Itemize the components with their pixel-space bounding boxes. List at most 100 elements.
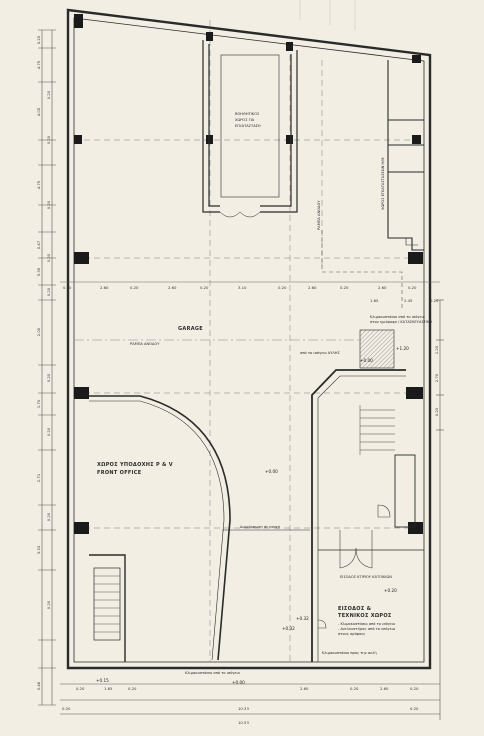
- dim-left-3: 4.05: [36, 107, 41, 116]
- dim-left-15: 2.71: [36, 473, 41, 482]
- level-exterior: +0.00: [232, 680, 245, 685]
- lobby-walls: [311, 369, 424, 662]
- right-dimension-chain: [436, 299, 444, 720]
- right-top-note-line-2: στον ημιόροφο / ΚΑΤΑΣΚΕΥΑΣΤΙΚΟ: [370, 320, 432, 324]
- dim-bottom-3: 2.60: [300, 686, 309, 691]
- dim-top-9: 2.60: [378, 285, 387, 290]
- dim-top-5: 3.10: [238, 285, 247, 290]
- dim-left-2: 0.20: [46, 90, 51, 99]
- stair-bottom-left: [89, 554, 126, 662]
- dim-top-2: 0.20: [130, 285, 139, 290]
- mech-rooms: [387, 60, 424, 251]
- sheet-guides: [299, 0, 356, 30]
- dim-total-0: 0.20: [62, 706, 71, 711]
- dim-top-4: 0.20: [200, 285, 209, 290]
- dim-bottom-1: 1.65: [104, 686, 113, 691]
- ramp-note: από το ισόγειο ΑΥΛΗΣ: [300, 351, 341, 355]
- dim-top-3: 2.60: [168, 285, 177, 290]
- level-garage: +0.00: [360, 358, 373, 363]
- dim-left-9: 5.35: [36, 267, 41, 276]
- dim-left-4: 0.20: [46, 135, 51, 144]
- stair-bottom-left-treads: [94, 575, 120, 633]
- storage-label-line-3: ΕΓΚΑΤΑΣΤΑΣΗ: [235, 124, 261, 128]
- dim-mid-1: 2.45: [404, 298, 413, 303]
- dim-bottom-6: 0.20: [410, 686, 419, 691]
- dim-left-19: 0.46: [36, 681, 41, 690]
- front-office-walls: [89, 395, 310, 661]
- dim-right-2: 0.20: [434, 407, 439, 416]
- bottom-right-note: Κλιμακοστάσιο προς την αυλή: [322, 651, 377, 655]
- front-office-label-en: FRONT OFFICE: [97, 470, 142, 476]
- level-lobby: +0.20: [384, 588, 397, 593]
- dim-left-17: 3.33: [36, 545, 41, 554]
- right-top-note-line-1: Κλιμακοστάσιο από το ισόγειο: [370, 315, 425, 319]
- level-front: +0.00: [265, 469, 278, 474]
- dim-mid-0: 1.65: [370, 298, 379, 303]
- garage-label: GARAGE: [178, 326, 203, 332]
- dim-bottom-4: 0.20: [350, 686, 359, 691]
- level-lobby-small: +0.32: [296, 616, 309, 621]
- dim-left-0: 0.20: [36, 35, 41, 44]
- storage-room-label: ΒΟΗΘΗΤΙΚΟΣ ΧΩΡΟΣ ΓΙΑ ΕΓΚΑΤΑΣΤΑΣΗ: [235, 112, 261, 128]
- bottom-dimension-lines: [60, 683, 440, 715]
- level-ramp-in: +1.20: [396, 346, 409, 351]
- bottom-left-note: Κλιμακοστάσιο από το ισόγειο: [185, 671, 240, 675]
- mech-room-label: ΧΩΡΟΣ ΕΓΚΑΤΑΣΤΑΣΕΩΝ Η/Μ: [381, 158, 385, 210]
- dim-left-8: 0.20: [46, 253, 51, 262]
- dim-total-2: 0.20: [410, 706, 419, 711]
- ramp-vertical-label: ΡΑΜΠΑ ΑΝΟΔΟΥ: [317, 200, 321, 230]
- bottom-dimension-labels: 0.20 1.65 0.20 2.60 0.20 2.60 0.20: [76, 686, 419, 691]
- dim-top-1: 2.60: [100, 285, 109, 290]
- total-dimension-labels: 0.20 10.33 0.20 10.53: [62, 706, 419, 725]
- lobby-stair-treads: [359, 405, 395, 455]
- dim-right-0: 1.20: [434, 345, 439, 354]
- grid-lines: [74, 20, 424, 662]
- dim-top-7: 2.60: [308, 285, 317, 290]
- left-dimension-labels: 0.20 4.75 0.20 4.05 0.20 4.75 0.20 0.47 …: [36, 35, 51, 690]
- dim-left-13: 1.70: [36, 399, 41, 408]
- lobby-label-line-1: ΕΙΣΟΔΟΣ &: [338, 606, 372, 612]
- dim-top-10: 0.20: [408, 285, 417, 290]
- dim-top-6: 0.20: [278, 285, 287, 290]
- dim-bottom-5: 2.60: [380, 686, 389, 691]
- dim-left-11: 2.00: [36, 327, 41, 336]
- dim-total-1: 10.33: [238, 706, 249, 711]
- dim-bottom-2: 0.20: [128, 686, 137, 691]
- lobby-note-line-1: - Κλιμακοστάσιο από το ισόγειο: [338, 622, 395, 626]
- dim-left-10: 0.20: [46, 287, 51, 296]
- entrance-note: ΕΙΣΟΔΟΣ ΚΤΙΡΙΟΥ ΚΑΤΟΙΚΙΩΝ: [340, 575, 392, 579]
- right-dimension-labels: 1.20 2.70 0.20: [434, 345, 439, 416]
- dim-total-3: 10.53: [238, 720, 249, 725]
- ramp-hatched-area: [359, 329, 395, 369]
- counter-note: Διαμόρφωση σε εσοχή: [240, 525, 280, 529]
- right-top-note: Κλιμακοστάσιο από το ισόγειο στον ημιόρο…: [370, 315, 432, 324]
- dim-top-8: 0.20: [340, 285, 349, 290]
- dim-left-14: 0.20: [46, 427, 51, 436]
- dim-left-1: 4.75: [36, 60, 41, 69]
- dim-left-5: 4.75: [36, 180, 41, 189]
- small-door: [317, 619, 327, 629]
- dim-top-0: 0.20: [63, 285, 72, 290]
- lobby-label: ΕΙΣΟΔΟΣ & ΤΕΧΝΙΚΟΣ ΧΩΡΟΣ: [338, 606, 392, 619]
- level-stair: +0.15: [96, 678, 109, 683]
- lobby-note-line-3: στους ορόφους: [338, 632, 365, 636]
- dim-right-1: 2.70: [434, 373, 439, 382]
- ramp-lines: [321, 230, 403, 310]
- lobby-label-line-2: ΤΕΧΝΙΚΟΣ ΧΩΡΟΣ: [338, 613, 392, 619]
- lobby-note: - Κλιμακοστάσιο από το ισόγειο - Ανελκυσ…: [338, 622, 395, 636]
- front-office-label: ΧΩΡΟΣ ΥΠΟΔΟΧΗΣ Ρ & V FRONT OFFICE: [97, 462, 173, 476]
- ramp-label: ΡΑΜΠΑ ΑΝΟΔΟΥ: [130, 342, 160, 346]
- mid-dimension-labels: 1.65 2.45 0.20: [370, 298, 439, 303]
- storage-room: [202, 40, 298, 218]
- front-office-label-gr: ΧΩΡΟΣ ΥΠΟΔΟΧΗΣ Ρ & V: [97, 462, 173, 468]
- dim-left-18: 0.20: [46, 600, 51, 609]
- storage-label-line-1: ΒΟΗΘΗΤΙΚΟΣ: [235, 112, 260, 116]
- left-dimension-chain: [38, 29, 56, 706]
- dim-left-12: 0.20: [46, 373, 51, 382]
- dim-left-6: 0.20: [46, 200, 51, 209]
- storage-label-line-2: ΧΩΡΟΣ ΓΙΑ: [235, 118, 255, 122]
- dim-mid-2: 0.20: [430, 298, 439, 303]
- level-ramp: +0.32: [282, 626, 295, 631]
- dim-left-7: 0.47: [36, 240, 41, 249]
